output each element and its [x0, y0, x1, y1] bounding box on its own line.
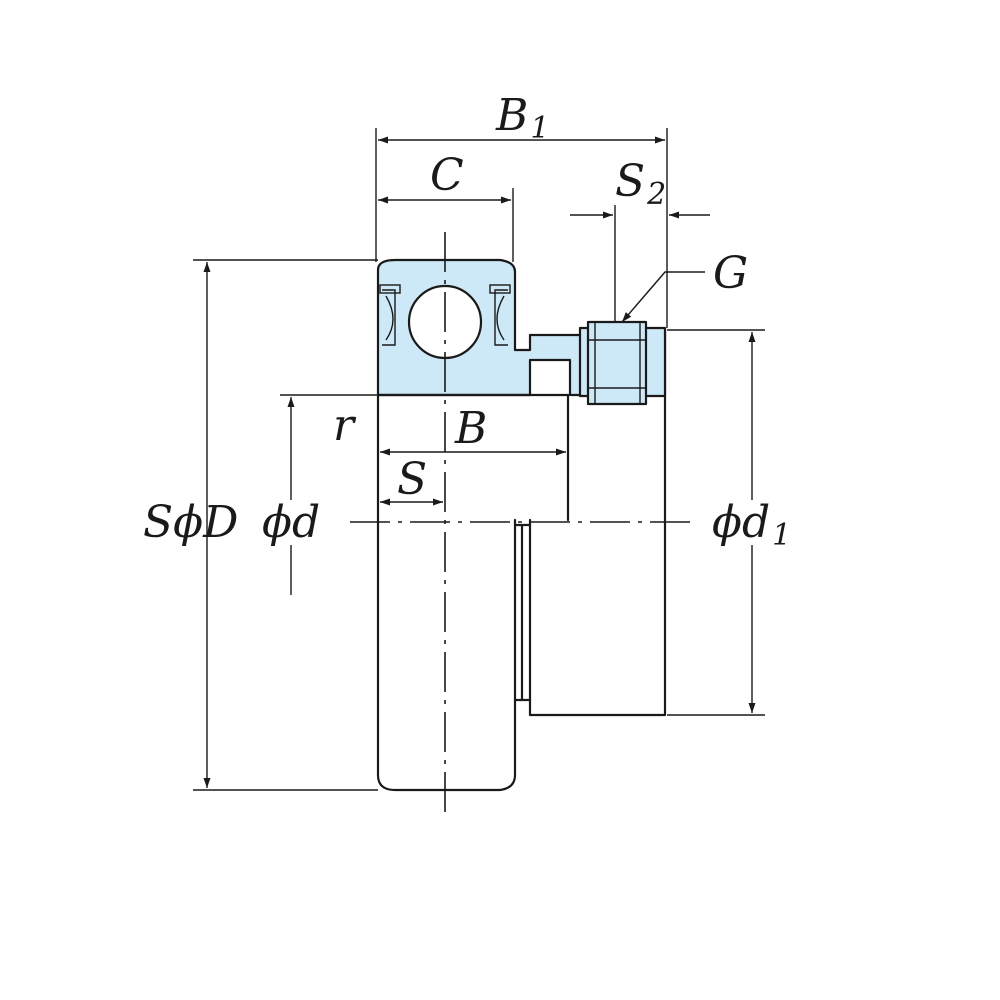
label-g: G: [713, 248, 748, 299]
label-b1: B1: [495, 90, 549, 146]
label-b: B: [454, 403, 487, 454]
label-d: ϕd: [262, 497, 320, 548]
label-s2: S2: [615, 156, 666, 212]
label-sd: SϕD: [143, 497, 238, 548]
label-d1: ϕd1: [712, 497, 791, 553]
extension-lines: [193, 128, 765, 791]
outer-body: [376, 258, 667, 792]
dimension-labels: B1 C S2 G r B S SϕD ϕd ϕd1: [143, 90, 791, 553]
seal-left: [379, 284, 401, 346]
set-screw: [586, 320, 648, 406]
label-s: S: [397, 454, 427, 505]
dimension-arrows: [203, 136, 756, 788]
seal-right: [489, 284, 511, 346]
label-r: r: [333, 400, 357, 451]
label-c: C: [430, 150, 464, 201]
